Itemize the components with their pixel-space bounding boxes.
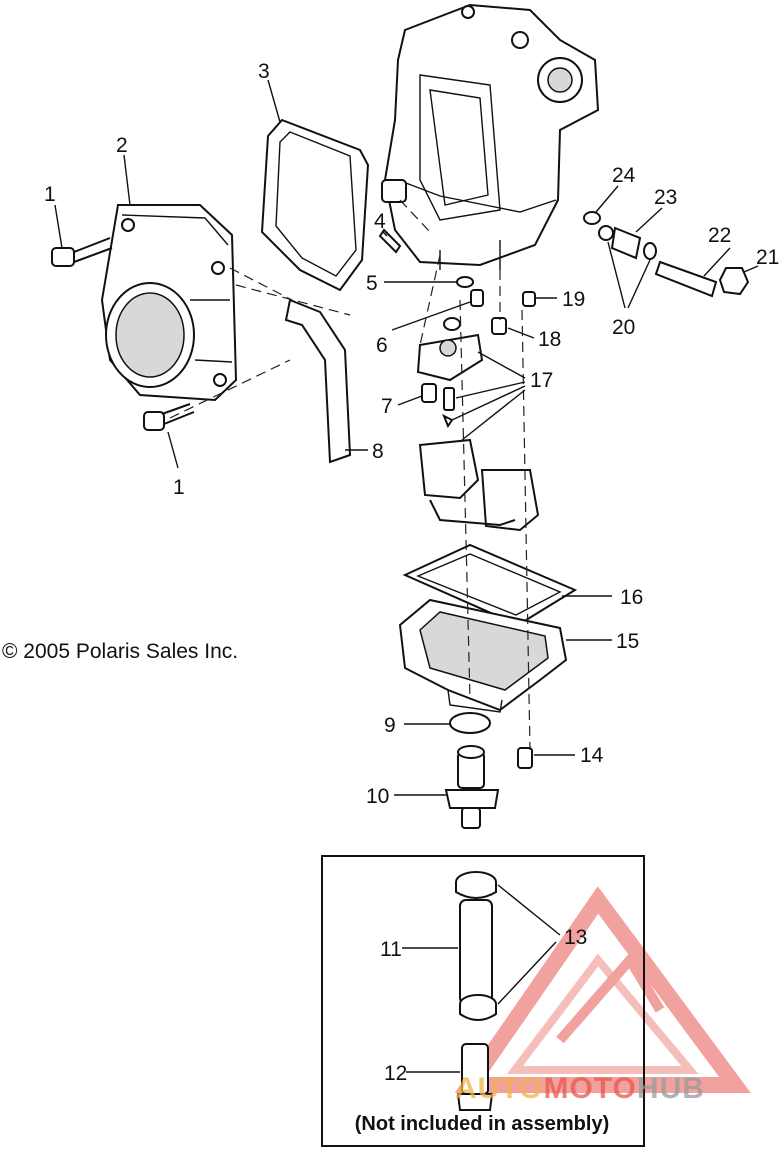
callout-11: 11 <box>380 938 402 961</box>
watermark-logo-icon <box>454 886 751 1093</box>
jet-upper <box>470 289 484 307</box>
bolt-lower <box>143 403 195 431</box>
callout-21: 21 <box>756 246 779 269</box>
pin <box>378 228 402 254</box>
callout-12: 12 <box>384 1062 407 1085</box>
watermark-part-moto: MOTO <box>543 1072 637 1105</box>
callout-1a: 1 <box>44 183 56 206</box>
callout-8: 8 <box>372 440 384 463</box>
callout-23: 23 <box>654 186 677 209</box>
clamp-lower <box>459 994 497 1021</box>
callout-7: 7 <box>381 395 393 418</box>
bowl-screw <box>517 747 533 769</box>
o-ring <box>443 317 461 331</box>
float-bowl <box>398 598 568 713</box>
watermark-part-auto: AUTO <box>455 1072 544 1105</box>
callout-16: 16 <box>620 586 643 609</box>
jet-lower <box>491 317 507 335</box>
callout-15: 15 <box>616 630 639 653</box>
callout-17: 17 <box>530 369 553 392</box>
callout-labels: 1 2 3 4 5 6 7 8 1 9 10 11 12 13 14 15 16… <box>44 60 779 1085</box>
float <box>418 438 540 532</box>
callout-18: 18 <box>538 328 561 351</box>
callout-4: 4 <box>374 210 386 233</box>
washer-24 <box>583 211 601 225</box>
hose <box>284 298 352 464</box>
needle-seat <box>416 333 484 429</box>
leader-lines <box>54 79 759 1073</box>
bolt-upper <box>51 237 113 267</box>
callout-9: 9 <box>384 714 396 737</box>
callout-24: 24 <box>612 164 636 187</box>
callout-2: 2 <box>116 134 128 157</box>
carburetor-body <box>381 3 600 270</box>
bowl-o-ring <box>449 712 491 734</box>
bowl-gasket <box>402 543 578 627</box>
callout-20: 20 <box>612 316 635 339</box>
callout-13: 13 <box>564 926 587 949</box>
o-ring-small <box>456 276 474 288</box>
callout-3: 3 <box>258 60 270 83</box>
throttle-body <box>100 204 238 402</box>
callout-6: 6 <box>376 334 388 357</box>
watermark-part-hub: HUB <box>636 1072 705 1105</box>
drain-fitting <box>444 745 500 829</box>
top-gasket <box>260 118 370 292</box>
callout-19: 19 <box>562 288 585 311</box>
spring-23 <box>610 226 642 260</box>
nut-21 <box>718 267 750 296</box>
callout-22: 22 <box>708 224 731 247</box>
spring-washer-20a <box>598 225 614 241</box>
alignment-lines <box>169 199 531 751</box>
screw-7 <box>421 383 437 403</box>
callout-14: 14 <box>580 744 604 767</box>
jet-right <box>522 291 536 307</box>
clamp-upper <box>455 871 497 899</box>
tube-11 <box>459 899 493 1005</box>
callout-5: 5 <box>366 272 378 295</box>
callout-10: 10 <box>366 785 389 808</box>
accessory-box <box>321 855 645 1147</box>
spring-washer-20b <box>643 242 657 260</box>
copyright-text: © 2005 Polaris Sales Inc. <box>2 640 239 663</box>
box-caption: (Not included in assembly) <box>354 1113 610 1135</box>
callout-1b: 1 <box>173 476 185 499</box>
screw-22 <box>654 260 718 298</box>
drain-plug-12 <box>456 1043 494 1111</box>
watermark-text: AUTOMOTOHUB <box>455 1072 705 1106</box>
